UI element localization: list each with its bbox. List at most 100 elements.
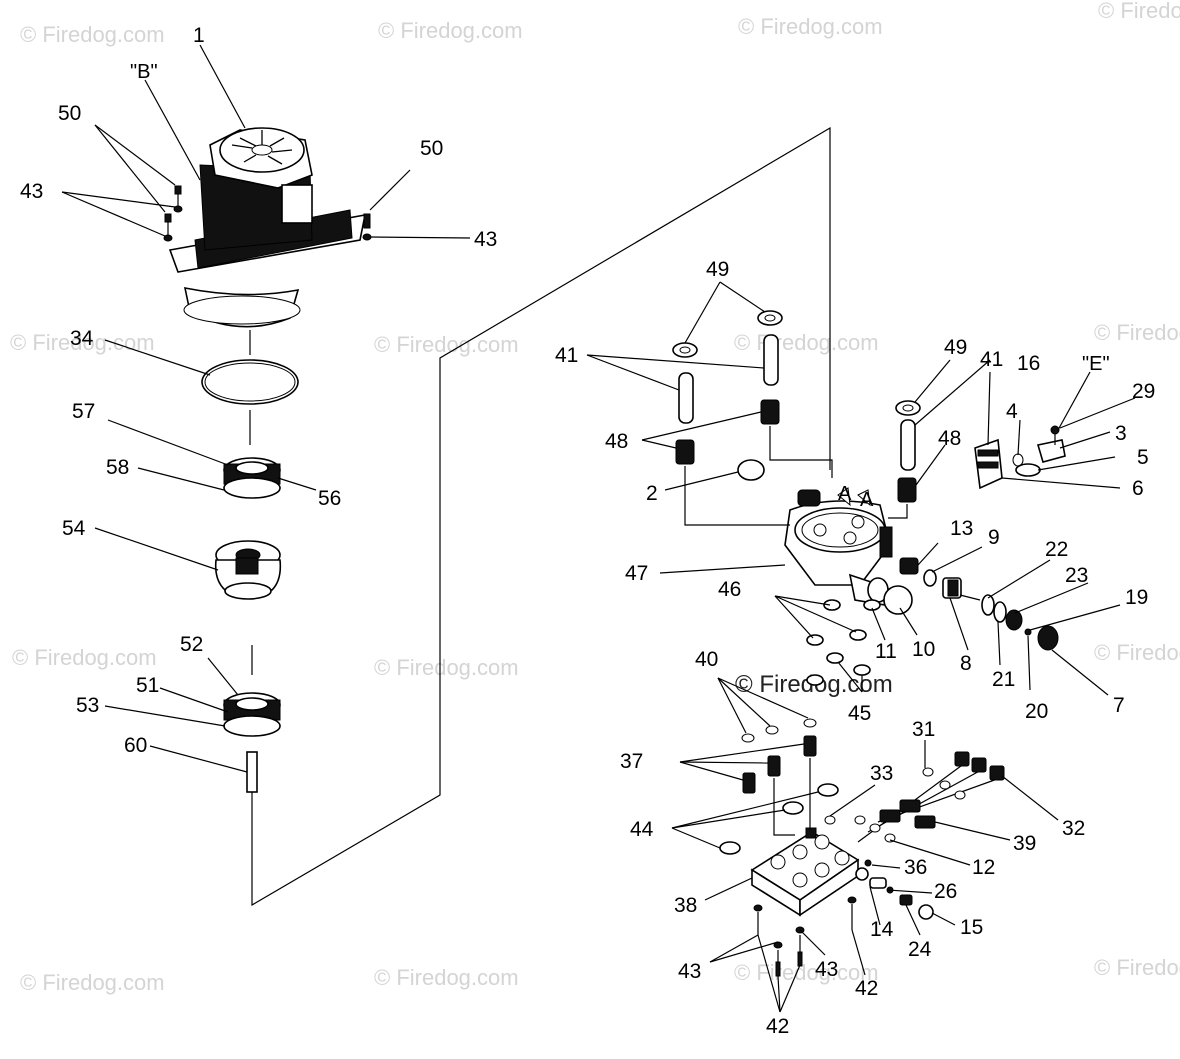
pump-body-47	[784, 487, 893, 606]
callout-48: 48	[938, 427, 961, 450]
callout-e: "E"	[1082, 353, 1110, 375]
callout-52: 52	[180, 633, 203, 656]
o-rings-44	[719, 783, 839, 855]
callout-41: 41	[980, 348, 1003, 371]
screw	[174, 185, 182, 195]
plungers-41	[678, 334, 916, 471]
watermark: © Firedog.com	[378, 18, 523, 43]
callout-36: 36	[904, 856, 927, 879]
callout-14: 14	[870, 918, 894, 941]
pin-60	[246, 751, 258, 793]
watermark: © Firedog.com	[1094, 320, 1180, 345]
callout-39: 39	[1013, 832, 1036, 855]
callout-54: 54	[62, 517, 86, 540]
callout-32: 32	[1062, 817, 1085, 840]
callout-a: A	[838, 483, 852, 505]
seal-2	[737, 459, 765, 481]
bearing-lower	[223, 692, 281, 737]
watermark: © Firedog.com	[20, 22, 165, 47]
callout-11: 11	[875, 640, 897, 663]
o-rings-40	[741, 718, 817, 743]
o-ring-34-inner	[204, 362, 296, 402]
callout-13: 13	[950, 517, 973, 540]
callout-49: 49	[944, 336, 967, 359]
valve-stacks	[824, 751, 1005, 843]
callout-41: 41	[555, 344, 578, 367]
callout-37: 37	[620, 750, 643, 773]
callout-53: 53	[76, 694, 99, 717]
watermark: © Firedog.com	[20, 970, 165, 995]
leaders-right	[586, 281, 1136, 1013]
callout-8: 8	[960, 652, 972, 675]
o-rings-46-45	[806, 599, 881, 686]
callout-38: 38	[674, 894, 697, 917]
callout-a: A	[860, 489, 874, 511]
callout-4: 4	[1006, 400, 1018, 423]
assembly-guide-lines	[773, 778, 795, 836]
callout-19: 19	[1125, 586, 1148, 609]
valve-assembly	[883, 557, 1059, 651]
callout-43: 43	[815, 958, 838, 981]
callout-29: 29	[1132, 380, 1155, 403]
watermark: © Firedog.com	[12, 645, 157, 670]
screws-left	[163, 185, 372, 242]
callout-6: 6	[1132, 477, 1144, 500]
callout-22: 22	[1045, 538, 1068, 561]
washer	[362, 233, 372, 241]
callout-51: 51	[136, 674, 159, 697]
callout-56: 56	[318, 487, 341, 510]
labels-left: 1 "B" 50 43 50 43 34 57 58 56 54 52 51 5…	[20, 24, 497, 757]
callout-10: 10	[912, 638, 935, 661]
springs-37	[742, 735, 817, 794]
watermark: © Firedog.com	[738, 14, 883, 39]
callout-40: 40	[695, 648, 718, 671]
motor-flange	[183, 295, 301, 325]
screw	[164, 213, 172, 223]
callout-60: 60	[124, 734, 147, 757]
assembly-outline	[251, 126, 831, 907]
callout-43: 43	[678, 960, 701, 983]
callout-16: 16	[1017, 352, 1040, 375]
callout-7: 7	[1113, 694, 1125, 717]
callout-1: 1	[193, 24, 205, 47]
bearing-upper	[223, 457, 281, 499]
callout-42: 42	[766, 1015, 789, 1038]
callout-33: 33	[870, 762, 893, 785]
labels-right: 49 41 48 2 49 41 48 16 "E" 29 4 3 5 6 47…	[555, 258, 1155, 1038]
callout-12: 12	[972, 856, 995, 879]
callout-9: 9	[988, 526, 1000, 549]
callout-50: 50	[420, 137, 443, 160]
watermark: © Firedog.com	[1098, 0, 1180, 23]
manifold-38	[750, 827, 860, 917]
callout-15: 15	[960, 916, 983, 939]
watermark: © Firedog.com	[374, 655, 519, 680]
callout-24: 24	[908, 938, 932, 961]
callout-45: 45	[848, 702, 871, 725]
callout-57: 57	[72, 400, 95, 423]
callout-58: 58	[106, 456, 129, 479]
springs-48	[675, 399, 917, 503]
callout-47: 47	[625, 562, 648, 585]
callout-48: 48	[605, 430, 628, 453]
callout-b: "B"	[130, 61, 158, 83]
watermark: © Firedog.com	[1094, 640, 1180, 665]
fan-blades	[231, 130, 293, 165]
motor-assembly	[168, 127, 367, 328]
hub-54	[214, 540, 282, 600]
fan-hub	[251, 144, 273, 156]
callout-50: 50	[58, 102, 81, 125]
callout-31: 31	[912, 718, 935, 741]
washer	[163, 234, 173, 242]
callout-21: 21	[992, 668, 1015, 691]
watermark: © Firedog.com	[1094, 955, 1180, 980]
callout-3: 3	[1115, 422, 1127, 445]
callout-42: 42	[855, 977, 878, 1000]
washer	[173, 205, 183, 213]
callout-23: 23	[1065, 564, 1088, 587]
callout-2: 2	[646, 482, 658, 505]
callout-44: 44	[630, 818, 654, 841]
callout-49: 49	[706, 258, 729, 281]
screw	[363, 213, 371, 229]
callout-5: 5	[1137, 446, 1149, 469]
